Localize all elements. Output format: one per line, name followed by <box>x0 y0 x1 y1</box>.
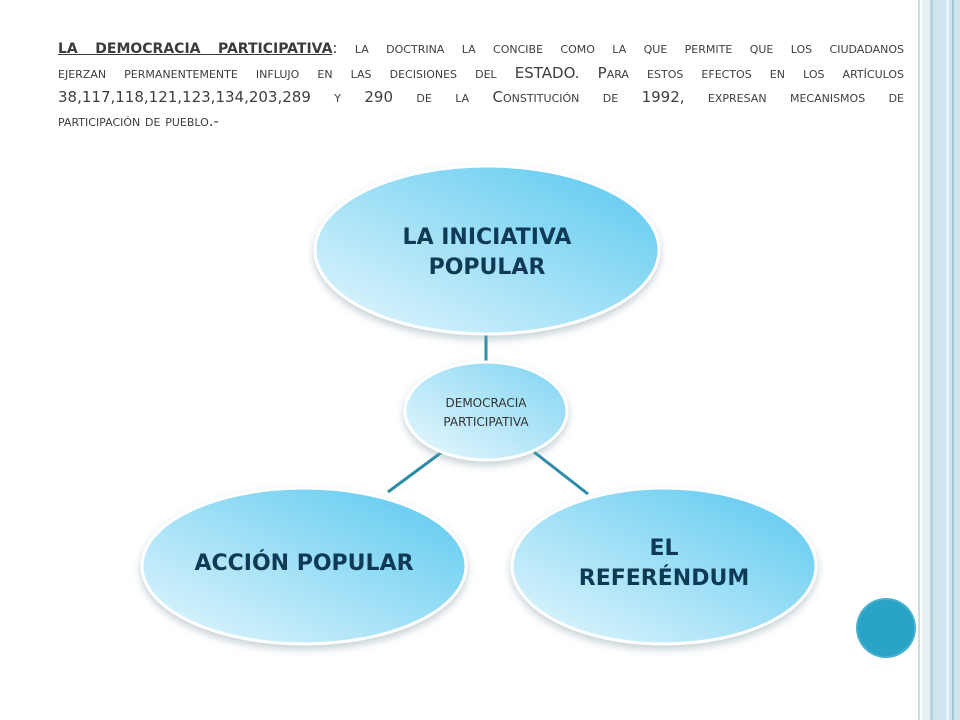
paragraph-line-2: ejerzan permanentemente influjo en las d… <box>58 64 904 82</box>
node-right-line-1: EL <box>649 536 678 561</box>
node-accion-popular: ACCIÓN POPULAR <box>140 486 468 646</box>
accent-circle <box>856 598 916 658</box>
decor-stripe <box>952 0 954 720</box>
node-right-line-2: REFERÉNDUM <box>579 565 749 591</box>
paragraph-text-1: : la doctrina la concibe como la que per… <box>332 39 904 57</box>
decor-stripe <box>946 0 949 720</box>
decor-stripe <box>918 0 920 720</box>
decor-stripe <box>930 0 933 720</box>
node-center-line-2: PARTICIPATIVA <box>443 415 529 429</box>
paragraph-lead: LA DEMOCRACIA PARTICIPATIVA <box>58 41 333 57</box>
decor-stripe <box>922 0 930 720</box>
node-center-democracia: DEMOCRACIA PARTICIPATIVA <box>403 360 569 462</box>
paragraph-line-4: participación de pueblo.- <box>58 112 219 130</box>
node-left-line-1: ACCIÓN POPULAR <box>194 550 413 576</box>
connector-left <box>387 450 443 494</box>
node-top-line-1: LA INICIATIVA <box>403 225 572 250</box>
intro-paragraph: LA DEMOCRACIA PARTICIPATIVA: la doctrina… <box>58 36 904 133</box>
paragraph-line-3: 38,117,118,121,123,134,203,289 y 290 de … <box>58 88 904 106</box>
paragraph-line-1: LA DEMOCRACIA PARTICIPATIVA: la doctrina… <box>58 36 904 61</box>
node-center-line-1: DEMOCRACIA <box>446 396 528 410</box>
node-top-line-2: POPULAR <box>429 255 546 280</box>
node-iniciativa-popular: LA INICIATIVA POPULAR <box>313 164 661 336</box>
connector-right <box>533 450 589 496</box>
node-referendum: EL REFERÉNDUM <box>510 486 818 646</box>
